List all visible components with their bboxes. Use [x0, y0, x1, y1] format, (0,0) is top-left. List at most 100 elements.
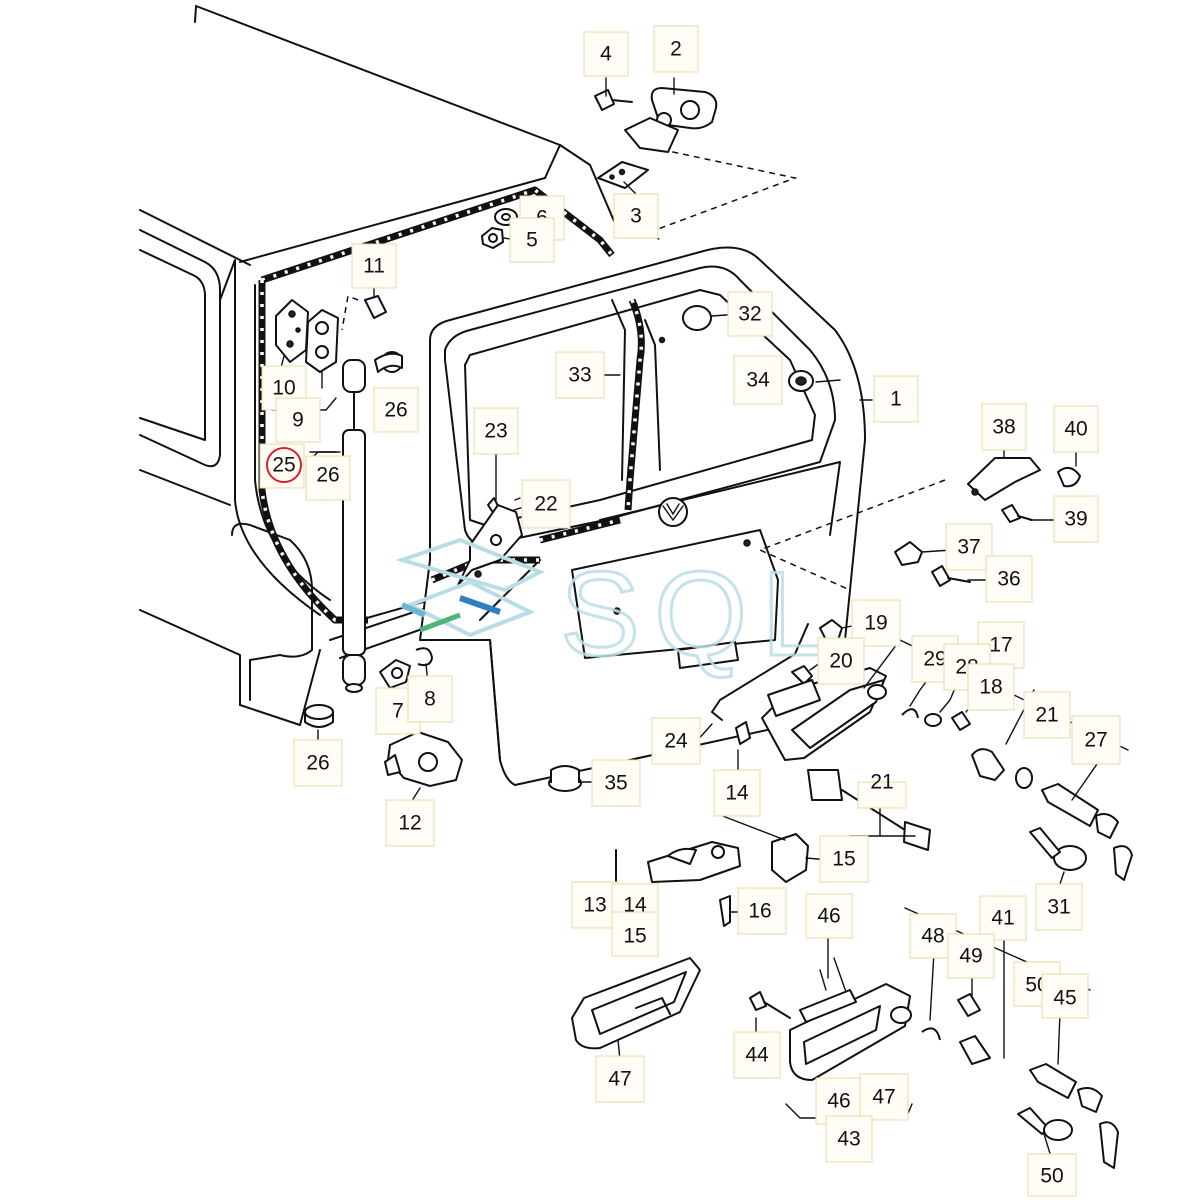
lower-handle-assembly [749, 907, 1119, 1169]
svg-text:11: 11 [363, 255, 385, 278]
label-23: 23 [473, 407, 519, 455]
cover-bracket [758, 457, 1081, 591]
callout-labels: 4 2 3 6 5 11 10 9 26 25 26 32 33 34 1 23… [259, 25, 1121, 1197]
label-16: 16 [737, 887, 787, 935]
label-21-lower: 21 [857, 771, 907, 809]
key [1029, 827, 1087, 871]
svg-text:14: 14 [623, 894, 647, 917]
svg-text:26: 26 [306, 752, 329, 775]
watermark-text: SQL [560, 547, 842, 681]
bushing [304, 352, 403, 728]
label-13: 13 [571, 881, 619, 929]
svg-text:35: 35 [604, 772, 627, 795]
svg-text:50: 50 [1040, 1165, 1063, 1188]
svg-text:47: 47 [608, 1068, 631, 1091]
svg-text:7: 7 [392, 700, 404, 723]
svg-text:32: 32 [738, 303, 761, 326]
label-3: 3 [613, 193, 659, 239]
label-37: 37 [945, 523, 993, 571]
svg-text:47: 47 [872, 1086, 895, 1109]
svg-text:43: 43 [837, 1128, 860, 1151]
label-45: 45 [1041, 973, 1089, 1019]
label-18: 18 [967, 663, 1015, 711]
svg-text:33: 33 [568, 364, 591, 387]
label-26-upper: 26 [373, 387, 419, 433]
label-12: 12 [385, 799, 435, 847]
svg-text:48: 48 [921, 925, 944, 948]
label-22: 22 [521, 479, 571, 529]
label-50-lower: 50 [1027, 1153, 1077, 1197]
svg-text:26: 26 [316, 464, 339, 487]
label-39: 39 [1053, 495, 1099, 543]
svg-text:27: 27 [1084, 729, 1107, 752]
handle-assembly [711, 619, 887, 761]
svg-text:22: 22 [534, 493, 557, 516]
label-14-upper: 14 [713, 769, 761, 817]
svg-text:1: 1 [890, 388, 902, 411]
gas-strut [342, 359, 366, 693]
svg-text:31: 31 [1047, 896, 1070, 919]
svg-text:20: 20 [829, 650, 852, 673]
plug-and-bolt [894, 541, 971, 587]
glass-stop [658, 305, 814, 392]
label-4: 4 [583, 31, 629, 77]
label-24: 24 [651, 717, 701, 765]
label-1: 1 [873, 375, 919, 423]
svg-text:3: 3 [630, 205, 642, 228]
svg-text:40: 40 [1064, 418, 1087, 441]
svg-text:21: 21 [1035, 704, 1058, 727]
svg-text:16: 16 [748, 900, 771, 923]
label-41: 41 [979, 895, 1027, 941]
svg-text:9: 9 [292, 409, 304, 432]
svg-text:39: 39 [1064, 508, 1087, 531]
label-26-lower: 26 [293, 739, 343, 787]
label-20: 20 [817, 637, 865, 685]
bumper-and-lock [379, 647, 463, 787]
label-5: 5 [509, 217, 555, 263]
label-35: 35 [591, 759, 641, 807]
latch [615, 814, 809, 946]
handle-cover [571, 957, 701, 1050]
svg-text:4: 4 [600, 43, 612, 66]
svg-text:21: 21 [870, 771, 893, 794]
label-25-highlighted: 25 [259, 443, 305, 489]
label-8: 8 [407, 675, 453, 723]
bump-stop [548, 765, 582, 792]
svg-text:46: 46 [817, 905, 840, 928]
label-9: 9 [275, 397, 321, 443]
svg-text:36: 36 [997, 568, 1020, 591]
svg-text:41: 41 [991, 907, 1014, 930]
striker-assembly [457, 497, 523, 586]
label-47-right: 47 [859, 1073, 909, 1121]
svg-text:34: 34 [746, 369, 770, 392]
wire-connector [807, 769, 931, 851]
svg-text:13: 13 [583, 894, 606, 917]
label-31: 31 [1035, 883, 1083, 931]
svg-text:12: 12 [398, 812, 421, 835]
label-34: 34 [733, 355, 783, 405]
label-11: 11 [351, 243, 397, 289]
svg-text:10: 10 [272, 377, 295, 400]
svg-text:23: 23 [484, 420, 507, 443]
hinge-leader-line [639, 144, 798, 241]
svg-text:19: 19 [864, 612, 887, 635]
label-32: 32 [727, 291, 773, 337]
label-49: 49 [947, 933, 995, 979]
label-36: 36 [985, 555, 1033, 603]
label-2: 2 [653, 25, 699, 73]
label-43: 43 [825, 1115, 873, 1163]
label-44: 44 [733, 1031, 781, 1079]
svg-text:15: 15 [623, 925, 646, 948]
label-40: 40 [1053, 405, 1099, 453]
svg-text:5: 5 [526, 229, 538, 252]
label-46-upper: 46 [805, 893, 853, 939]
label-27: 27 [1071, 715, 1121, 765]
svg-text:24: 24 [664, 730, 688, 753]
svg-text:46: 46 [827, 1090, 850, 1113]
hinge-assembly [594, 87, 718, 189]
svg-text:49: 49 [959, 945, 982, 968]
svg-text:15: 15 [832, 848, 855, 871]
svg-text:26: 26 [384, 399, 407, 422]
svg-text:44: 44 [745, 1044, 769, 1067]
